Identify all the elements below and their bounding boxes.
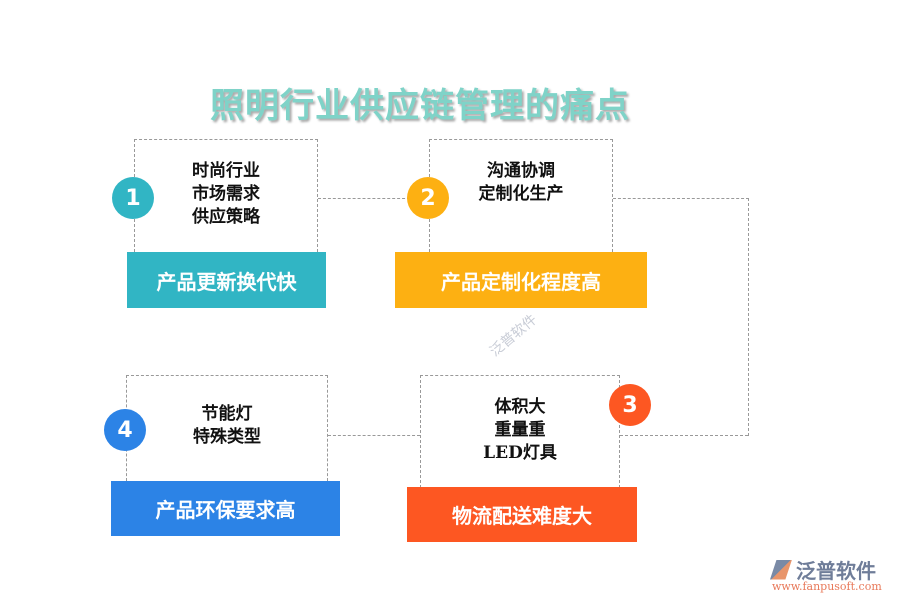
detail-line: 定制化生产 — [478, 184, 564, 204]
watermark: 泛普软件 — [487, 311, 541, 360]
detail-line: 市场需求 — [192, 184, 260, 204]
detail-line: 时尚行业 — [192, 161, 260, 181]
logo-icon — [770, 559, 792, 580]
label-2: 产品定制化程度高 — [395, 252, 647, 308]
detail-line: LED灯具 — [483, 443, 557, 463]
detail-box-3: 体积大 重量重 LED灯具 — [420, 375, 620, 488]
number-badge-2: 2 — [407, 177, 449, 219]
number-badge-1: 1 — [112, 177, 154, 219]
logo-name: 泛普软件 — [796, 559, 876, 583]
label-3: 物流配送难度大 — [407, 487, 637, 542]
connector — [328, 435, 420, 436]
detail-line: 沟通协调 — [487, 161, 555, 181]
detail-box-4: 节能灯 特殊类型 — [126, 375, 328, 481]
number-badge-4: 4 — [104, 409, 146, 451]
detail-line: 体积大 — [494, 397, 546, 417]
logo-url: www.fanpusoft.com — [772, 580, 882, 593]
connector — [620, 435, 748, 436]
label-1: 产品更新换代快 — [127, 252, 326, 308]
detail-box-2: 沟通协调 定制化生产 — [429, 139, 613, 252]
page-title: 照明行业供应链管理的痛点 — [210, 86, 630, 126]
detail-box-1: 时尚行业 市场需求 供应策略 — [134, 139, 318, 252]
detail-line: 特殊类型 — [193, 427, 261, 447]
detail-line: 供应策略 — [192, 207, 260, 227]
detail-line: 节能灯 — [201, 404, 253, 424]
detail-line: 重量重 — [494, 420, 546, 440]
logo: 泛普软件 — [770, 555, 876, 584]
connector — [318, 198, 410, 199]
connector — [748, 198, 749, 436]
number-badge-3: 3 — [609, 384, 651, 426]
connector — [613, 198, 749, 199]
label-4: 产品环保要求高 — [111, 481, 340, 536]
